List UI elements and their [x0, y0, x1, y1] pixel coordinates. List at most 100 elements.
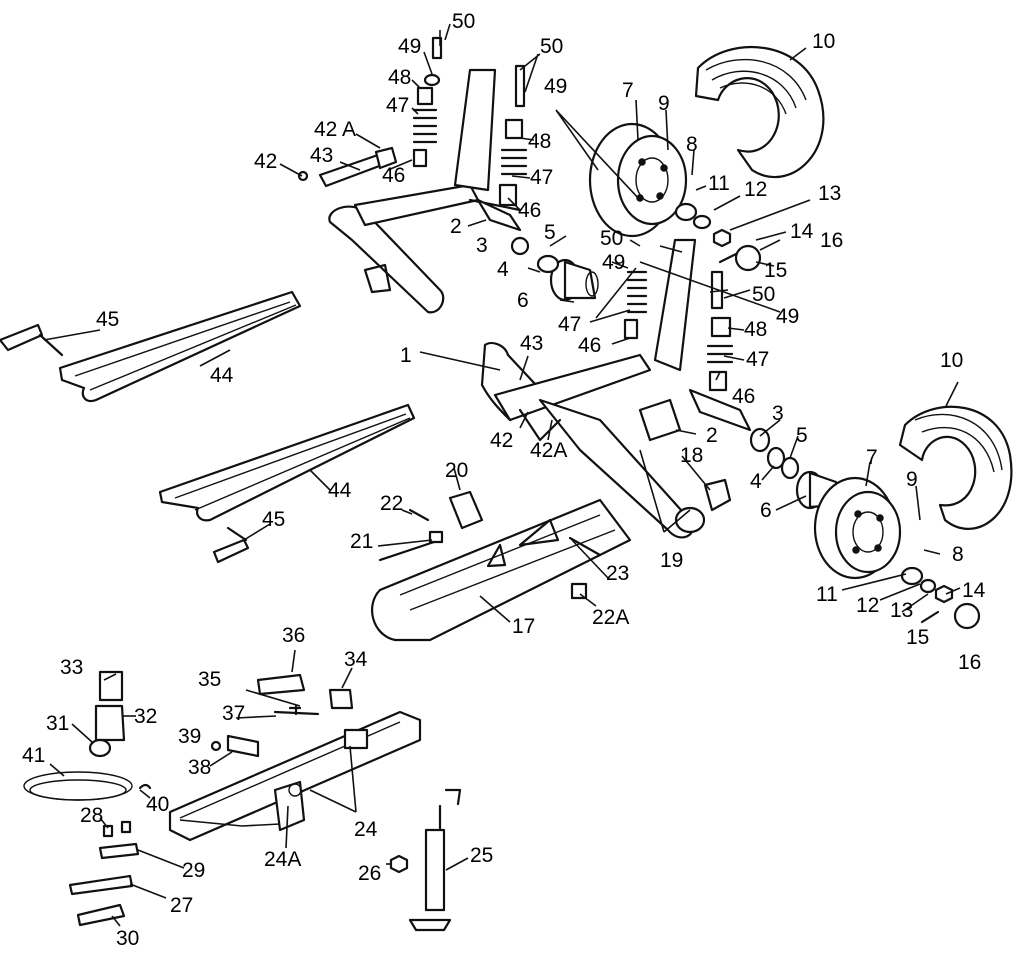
callout-36: 36 [282, 624, 305, 647]
callout-17: 17 [512, 615, 535, 638]
callout-49: 49 [544, 75, 567, 98]
callout-38: 38 [188, 756, 211, 779]
callout-4: 4 [750, 470, 762, 493]
callout-3: 3 [772, 402, 784, 425]
callout-30: 30 [116, 927, 139, 950]
spring-stack-upper-left [412, 36, 443, 168]
callout-11: 11 [708, 172, 730, 195]
callout-37: 37 [222, 702, 245, 725]
callout-16: 16 [820, 229, 843, 252]
wheel-lower [813, 476, 902, 580]
callout-46: 46 [382, 164, 405, 187]
callout-42: 42 [254, 150, 277, 173]
callout-42A: 42 A [314, 118, 356, 141]
callout-50: 50 [540, 35, 563, 58]
callout-41: 41 [22, 744, 45, 767]
callout-40: 40 [146, 793, 169, 816]
callout-5: 5 [796, 424, 808, 447]
callout-46: 46 [732, 385, 755, 408]
frame-beam [168, 710, 422, 842]
callout-9: 9 [906, 468, 918, 491]
callout-3: 3 [476, 234, 488, 257]
spindle-lower [688, 388, 800, 480]
callout-labels: 1 2 2 3 3 4 4 5 5 6 6 7 7 8 8 9 9 10 10 … [22, 10, 986, 950]
parts-artwork [0, 36, 1013, 932]
callout-44: 44 [328, 479, 352, 502]
callout-27: 27 [170, 894, 193, 917]
callout-43: 43 [520, 332, 543, 355]
callout-4: 4 [497, 258, 509, 281]
callout-49: 49 [776, 305, 799, 328]
callout-13: 13 [890, 599, 913, 622]
callout-34: 34 [344, 648, 368, 671]
callout-14: 14 [790, 220, 814, 243]
hub-cap-upper [674, 202, 762, 272]
callout-43: 43 [310, 144, 333, 167]
callout-25: 25 [470, 844, 493, 867]
callout-24A: 24A [264, 848, 301, 871]
callout-12: 12 [856, 594, 879, 617]
callout-15: 15 [906, 626, 929, 649]
callout-7: 7 [622, 79, 634, 102]
callout-48: 48 [388, 66, 411, 89]
arm-middle-left [158, 403, 416, 564]
callout-47: 47 [558, 313, 581, 336]
callout-32: 32 [134, 705, 157, 728]
pin-parts [378, 490, 602, 600]
spring-stack-upper-mid [498, 64, 528, 207]
callout-5: 5 [544, 221, 556, 244]
callout-42A: 42A [530, 439, 567, 462]
callout-20: 20 [445, 459, 468, 482]
spindle-upper [476, 198, 560, 274]
hub-cap-lower [900, 566, 981, 630]
callout-15: 15 [764, 259, 787, 282]
callout-26: 26 [358, 862, 381, 885]
tire-lower [898, 405, 1013, 530]
callout-47: 47 [530, 166, 553, 189]
callout-8: 8 [686, 133, 698, 156]
callout-29: 29 [182, 859, 205, 882]
wheel-upper [588, 122, 688, 238]
callout-7: 7 [866, 446, 878, 469]
callout-12: 12 [744, 178, 767, 201]
callout-28: 28 [80, 804, 103, 827]
callout-11: 11 [816, 583, 838, 606]
callout-44: 44 [210, 364, 234, 387]
callout-6: 6 [760, 499, 772, 522]
callout-22: 22 [380, 492, 403, 515]
callout-50: 50 [752, 283, 775, 306]
callout-22A: 22A [592, 606, 629, 629]
callout-48: 48 [528, 130, 551, 153]
callout-8: 8 [952, 543, 964, 566]
hub-upper [549, 258, 599, 302]
callout-49: 49 [602, 251, 625, 274]
callout-9: 9 [658, 92, 670, 115]
callout-16: 16 [958, 651, 981, 674]
callout-39: 39 [178, 725, 201, 748]
callout-2: 2 [450, 215, 462, 238]
tongue-frame [371, 498, 632, 642]
callout-1: 1 [400, 344, 412, 367]
callout-33: 33 [60, 656, 83, 679]
callout-35: 35 [198, 668, 221, 691]
leader-lines [43, 23, 961, 927]
axle-central [480, 238, 697, 539]
callout-45: 45 [262, 508, 285, 531]
callout-14: 14 [962, 579, 986, 602]
callout-31: 31 [46, 712, 69, 735]
callout-45: 45 [96, 308, 119, 331]
callout-13: 13 [818, 182, 841, 205]
callout-47: 47 [746, 348, 769, 371]
hub-lower [795, 470, 840, 510]
callout-50: 50 [452, 10, 475, 33]
link-upper [297, 146, 398, 188]
axle-tube-upper [328, 68, 522, 314]
callout-19: 19 [660, 549, 683, 572]
callout-48: 48 [744, 318, 767, 341]
jack-stand [389, 788, 462, 932]
callout-6: 6 [517, 289, 529, 312]
callout-46: 46 [578, 334, 601, 357]
callout-49: 49 [398, 35, 421, 58]
arm-upper-left [0, 290, 302, 403]
